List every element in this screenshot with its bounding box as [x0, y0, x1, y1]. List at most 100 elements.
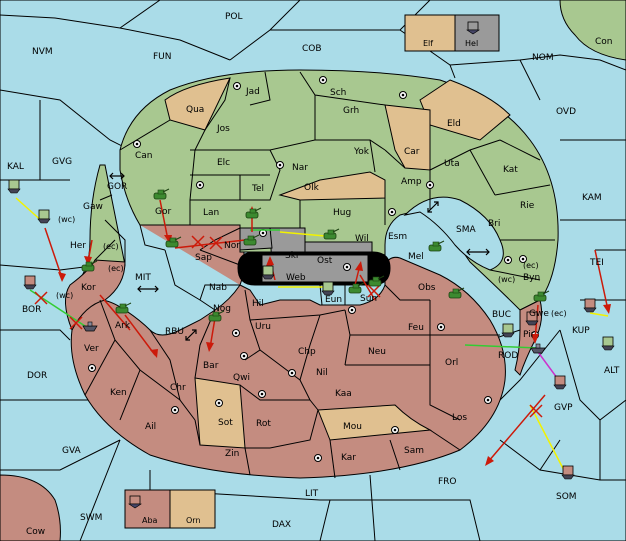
label-rot: Rot: [256, 419, 271, 429]
province-sot[interactable]: [194, 377, 246, 449]
label-gvp: GVP: [554, 403, 573, 413]
label-sam: Sam: [404, 446, 424, 456]
supply-center-dot: [519, 255, 527, 263]
label-ost: Ost: [317, 256, 333, 266]
label-mit: MIT: [135, 273, 151, 283]
fleet-unit-icon[interactable]: [501, 323, 515, 338]
army-unit-icon[interactable]: [428, 240, 445, 252]
label-bor: BOR: [22, 305, 41, 315]
army-unit-icon[interactable]: [165, 236, 182, 248]
label-kup: KUP: [572, 326, 590, 336]
label-nvm: NVM: [32, 47, 53, 57]
fleet-unit-icon[interactable]: [23, 275, 37, 290]
province-qua[interactable]: [164, 77, 231, 131]
label-orl: Orl: [445, 358, 458, 368]
label-sch: Sch: [330, 88, 346, 98]
label-gor: Gor: [155, 207, 171, 217]
supply-centers: [88, 76, 539, 462]
failed-order-marks: [34, 235, 543, 418]
province-cow[interactable]: [0, 474, 61, 541]
supply-center-dot: [233, 82, 241, 90]
units: [7, 179, 615, 480]
label-pir: Pir: [523, 330, 535, 340]
label-nog: Nog: [213, 304, 231, 314]
label-fun: FUN: [153, 52, 172, 62]
supply-center-dot: [484, 396, 492, 404]
label-ec2: (ec): [108, 264, 124, 273]
mit-passage-arrow: [137, 285, 159, 293]
label-fro: FRO: [438, 477, 457, 487]
fleet-unit-icon[interactable]: [525, 311, 539, 326]
fleet-unit-icon[interactable]: [561, 465, 575, 480]
army-unit-icon[interactable]: [208, 310, 225, 322]
fleet-unit-icon[interactable]: [553, 375, 567, 390]
label-gaw: Gaw: [83, 202, 103, 212]
province-con[interactable]: [559, 0, 626, 61]
label-ken: Ken: [110, 388, 127, 398]
army-unit-icon[interactable]: [348, 282, 365, 294]
label-nil: Nil: [316, 368, 328, 378]
label-jad: Jad: [245, 87, 260, 97]
label-dax: DAX: [272, 520, 291, 530]
label-mel: Mel: [408, 252, 424, 262]
supply-center-dot: [133, 140, 141, 148]
army-unit-icon[interactable]: [245, 207, 262, 219]
label-wc3: (wc): [498, 275, 515, 284]
label-uru: Uru: [255, 322, 271, 332]
fleet-unit-icon[interactable]: [37, 209, 51, 224]
army-unit-icon[interactable]: [448, 287, 465, 299]
army-unit-icon[interactable]: [323, 228, 340, 240]
supply-center-dot: [391, 426, 399, 434]
fleet-unit-icon[interactable]: [321, 281, 335, 296]
supply-center-dot: [314, 454, 322, 462]
province-eld[interactable]: [419, 79, 511, 141]
supply-center-dot: [258, 390, 266, 398]
fleet-unit-icon[interactable]: [82, 321, 98, 332]
army-unit-icon[interactable]: [243, 234, 260, 246]
label-lan: Lan: [203, 208, 219, 218]
label-sap: Sap: [195, 253, 212, 263]
supply-center-dot: [288, 369, 296, 377]
label-ail: Ail: [145, 422, 156, 432]
label-feu: Feu: [408, 323, 424, 333]
legend-fleet-icon-2: [128, 495, 142, 509]
label-rbu: RBU: [165, 327, 184, 337]
label-kat: Kat: [503, 165, 518, 175]
supply-center-dot: [196, 181, 204, 189]
label-kal: KAL: [7, 162, 24, 172]
label-eld: Eld: [447, 119, 461, 129]
legend-label-orn: Orn: [186, 516, 201, 525]
army-unit-icon[interactable]: [368, 275, 385, 287]
legend-box-orn: [169, 489, 216, 529]
army-unit-icon[interactable]: [153, 188, 170, 200]
order-red-ver-ark: [99, 294, 131, 331]
label-bri: Bri: [488, 219, 500, 229]
supply-center-dot: [276, 161, 284, 169]
label-obs: Obs: [418, 283, 436, 293]
order-yellow-kup-alt: [589, 312, 609, 317]
fleet-unit-icon[interactable]: [7, 179, 21, 194]
army-unit-icon[interactable]: [115, 302, 132, 314]
fleet-unit-icon[interactable]: [601, 336, 615, 351]
gor-passage-arrow: [109, 172, 125, 180]
legend-label-elf: Elf: [423, 39, 433, 48]
legend-label-aba: Aba: [142, 516, 158, 525]
label-lit: LIT: [305, 489, 319, 499]
supply-center-dot: [88, 364, 96, 372]
label-qua: Qua: [186, 105, 204, 115]
label-som: SOM: [556, 492, 577, 502]
fleet-unit-icon[interactable]: [530, 343, 546, 354]
label-byn: Byn: [523, 273, 540, 283]
label-eun: Eun: [325, 295, 342, 305]
province-car[interactable]: [384, 104, 431, 171]
fleet-unit-icon[interactable]: [261, 265, 275, 280]
army-unit-icon[interactable]: [533, 290, 550, 302]
army-unit-icon[interactable]: [81, 260, 98, 272]
legend-box-elf: [404, 14, 456, 52]
fleet-unit-icon[interactable]: [583, 298, 597, 313]
supply-center-dot: [171, 406, 179, 414]
order-red-sap-nor: [174, 239, 246, 249]
province-mou[interactable]: [317, 404, 432, 441]
